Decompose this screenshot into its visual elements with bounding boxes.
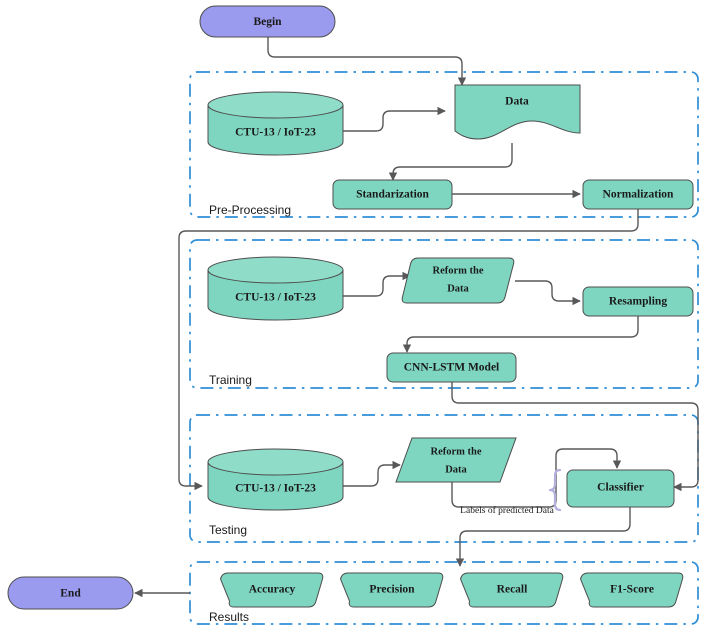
node-begin[interactable]: Begin [199, 5, 336, 38]
link-reform-to-resampling [515, 280, 581, 306]
node-metric-accuracy[interactable]: Accuracy [219, 572, 324, 608]
node-preprocessing-dataset[interactable]: CTU-13 / IoT-23 [207, 91, 344, 156]
node-end[interactable]: End [7, 576, 134, 610]
document-shape [454, 84, 581, 140]
end-shape [7, 576, 134, 610]
cylinder-body [207, 461, 344, 511]
group-box-pre-processing [189, 71, 699, 218]
node-classifier[interactable]: Classifier [566, 469, 675, 508]
node-testing-dataset[interactable]: CTU-13 / IoT-23 [207, 448, 344, 511]
training-reform-shape [401, 257, 515, 304]
link-data-to-standarization [388, 143, 513, 181]
cylinder-top [207, 256, 344, 284]
resampling-shape [582, 286, 694, 317]
standarization-shape [332, 179, 453, 210]
link-testing-ctu-to-reform [343, 460, 401, 487]
link-model-to-classifier [451, 382, 699, 492]
group-label-results: Results [209, 610, 249, 624]
node-cnn-lstm-model[interactable]: CNN-LSTM Model [386, 352, 517, 383]
metric-precision-shape [339, 572, 444, 608]
link-ctu-to-data [343, 106, 446, 132]
link-begin-to-preprocessing [267, 36, 467, 86]
group-label-training: Training [209, 373, 252, 387]
cylinder-body [207, 269, 344, 321]
brace-icon [548, 468, 562, 512]
testing-reform-shape [395, 437, 517, 483]
node-standarization[interactable]: Standarization [332, 179, 453, 210]
group-label-pre-processing: Pre-Processing [209, 203, 291, 217]
classifier-shape [566, 469, 675, 508]
link-resampling-to-model [402, 316, 639, 353]
cylinder-top [207, 448, 344, 476]
normalization-shape [582, 179, 694, 210]
node-metric-recall[interactable]: Recall [459, 572, 564, 608]
link-classifier-to-results [455, 507, 631, 567]
link-normalization-to-testing-dataset [178, 209, 639, 491]
group-label-testing: Testing [209, 523, 247, 537]
node-data-document[interactable]: Data [454, 84, 581, 140]
metric-accuracy-shape [219, 572, 324, 608]
node-training-reform[interactable]: Reform the Data [401, 257, 515, 304]
node-testing-reform[interactable]: Reform the Data [395, 437, 517, 483]
node-resampling[interactable]: Resampling [582, 286, 694, 317]
node-metric-precision[interactable]: Precision [339, 572, 444, 608]
node-training-dataset[interactable]: CTU-13 / IoT-23 [207, 256, 344, 321]
metric-recall-shape [459, 572, 564, 608]
link-training-ctu-to-reform [343, 271, 411, 297]
cylinder-body [207, 104, 344, 156]
metric-f1-score-shape [579, 572, 684, 608]
edge-label-predicted-data: Labels of predicted Data [460, 505, 554, 516]
cnn-lstm-model-shape [386, 352, 517, 383]
node-normalization[interactable]: Normalization [582, 179, 694, 210]
begin-shape [199, 5, 336, 38]
node-metric-f1-score[interactable]: F1-Score [579, 572, 684, 608]
group-box-training [189, 239, 699, 389]
cylinder-top [207, 91, 344, 119]
